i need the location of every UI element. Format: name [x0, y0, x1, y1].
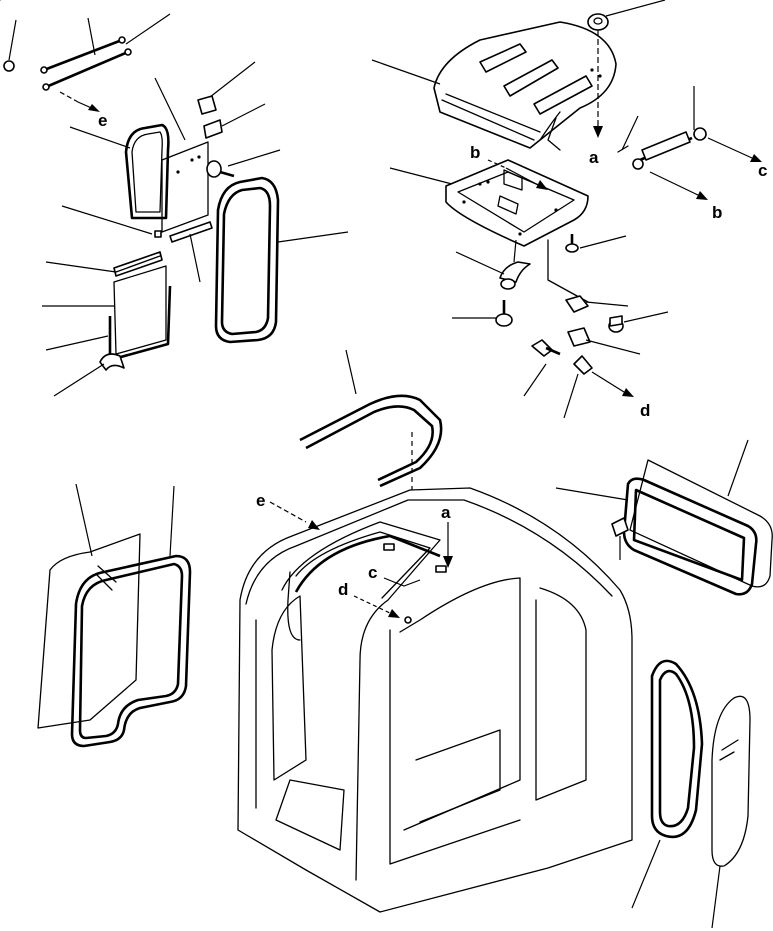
rear-window-glass [629, 439, 773, 588]
ref-label-b-right: b [712, 203, 722, 222]
ref-label-a-top: a [589, 148, 599, 167]
ref-label-b-top: b [470, 143, 480, 162]
lock-bolt [608, 311, 669, 333]
door-window-upper-seal [69, 123, 170, 220]
lock-striker [567, 327, 641, 355]
door-seal-left [70, 485, 192, 748]
hatch-screw [547, 234, 627, 303]
door-glass-left [37, 483, 141, 729]
lock-catch: d [563, 355, 650, 420]
ref-label-c-cab: c [368, 563, 377, 582]
lock-bolt-lower [523, 339, 561, 397]
hatch-frame: b [389, 143, 589, 247]
stopper-bracket [197, 61, 266, 139]
lower-rail-felt [45, 251, 163, 277]
support-rods [40, 13, 171, 91]
corner-clip [53, 353, 125, 397]
ref-label-d-right: d [640, 401, 650, 420]
ref-label-e-top: e [98, 111, 107, 130]
window-rail-plate [61, 77, 209, 238]
hatch-stay-bracket [0, 0, 531, 290]
arrow-to-e: e [59, 91, 107, 130]
side-window-seal [214, 176, 349, 344]
roof-nut: a [587, 0, 666, 167]
cab-body [237, 487, 633, 913]
cab-reference-markers: e a c d [256, 491, 453, 624]
hatch-bolt [452, 300, 513, 327]
ref-label-c-right: c [758, 161, 767, 180]
lower-seal [45, 285, 172, 362]
ref-label-a-cab: a [441, 503, 451, 522]
lower-glass [42, 265, 167, 355]
gas-strut: c b [617, 86, 767, 222]
rear-window-seal [555, 477, 758, 596]
ref-label-d-cab: d [338, 580, 348, 599]
side-quarter-glass [711, 695, 751, 929]
side-quarter-seal [631, 659, 704, 909]
rail-strip [169, 221, 213, 283]
knob-bolt [206, 149, 281, 178]
front-frame-bow [299, 349, 443, 490]
bolt-top-left [3, 19, 17, 72]
ref-label-e-cab: e [256, 491, 265, 510]
lock-plate [565, 295, 629, 313]
roof-cover [371, 21, 617, 151]
rear-window-clip [611, 517, 629, 560]
